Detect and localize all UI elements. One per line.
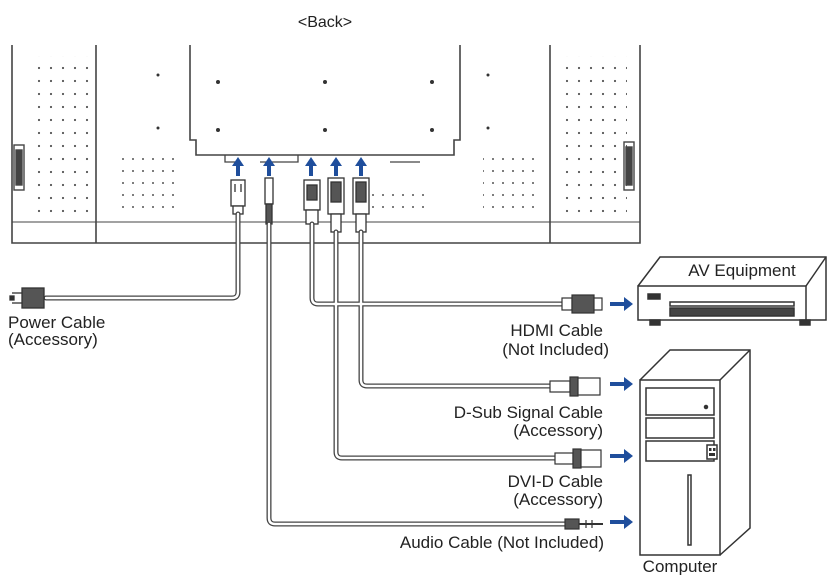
dvid-cable-label: DVI-D Cable bbox=[508, 472, 603, 491]
computer-label: Computer bbox=[643, 557, 718, 575]
monitor-back bbox=[11, 45, 641, 244]
device-connectors bbox=[549, 294, 603, 530]
computer-device bbox=[639, 349, 751, 556]
av-equipment-label: AV Equipment bbox=[688, 261, 796, 280]
av-equipment-device bbox=[637, 256, 827, 326]
back-title: <Back> bbox=[298, 14, 352, 31]
port-bay bbox=[224, 155, 420, 163]
dsub-cable-label: D-Sub Signal Cable bbox=[454, 403, 603, 422]
mount-screws bbox=[156, 73, 490, 132]
hdmi-cable-label: HDMI Cable bbox=[510, 321, 603, 340]
audio-cable-label: Audio Cable (Not Included) bbox=[400, 533, 604, 552]
power-cable-note: (Accessory) bbox=[8, 330, 98, 349]
power-plug-icon bbox=[9, 287, 45, 309]
cables-inner bbox=[44, 212, 567, 526]
monitor-plugs bbox=[230, 177, 370, 233]
cables bbox=[43, 211, 568, 527]
side-handles bbox=[13, 141, 635, 191]
dvid-cable-note: (Accessory) bbox=[513, 490, 603, 509]
dsub-cable-note: (Accessory) bbox=[513, 421, 603, 440]
port-arrows bbox=[232, 157, 367, 176]
hdmi-cable-note: (Not Included) bbox=[502, 340, 609, 359]
power-cable-label: Power Cable bbox=[8, 313, 105, 332]
vent-holes bbox=[30, 56, 627, 216]
device-arrows bbox=[610, 297, 633, 529]
